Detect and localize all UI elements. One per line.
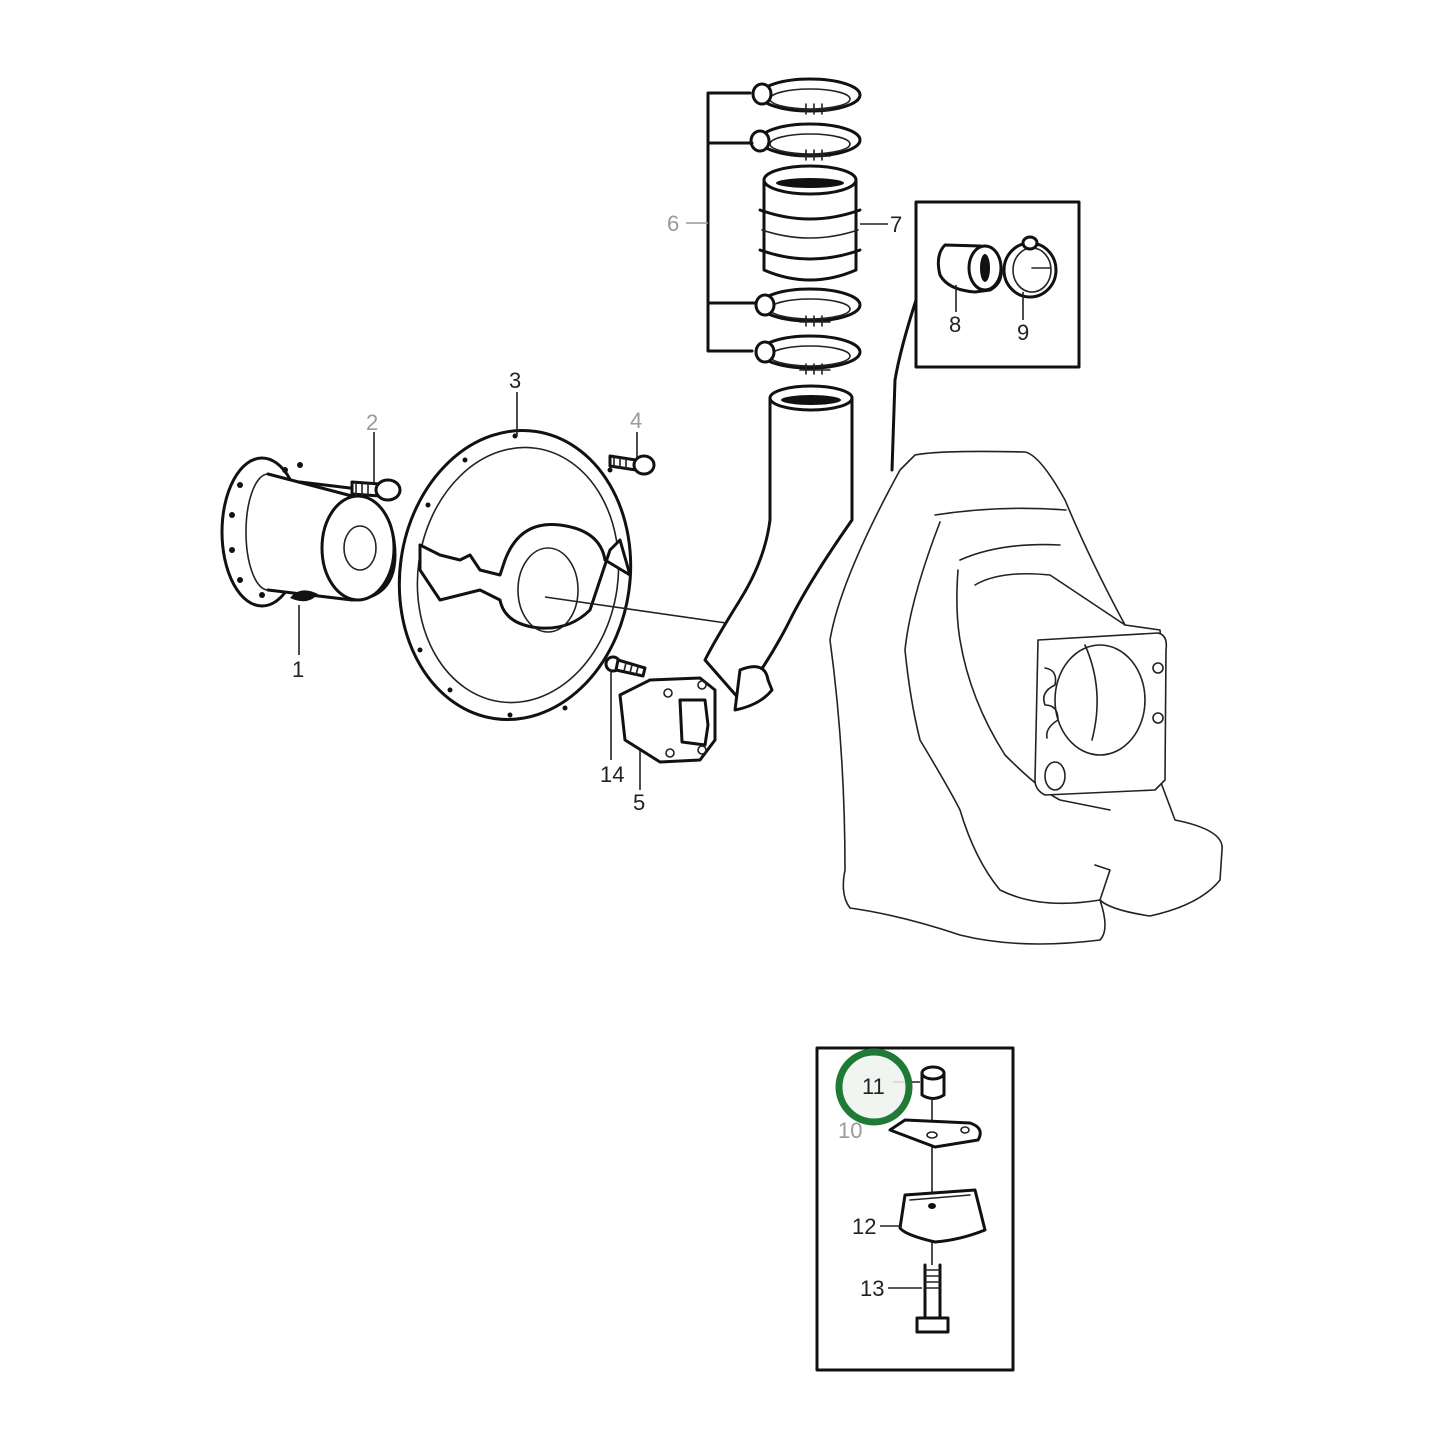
- callout-4[interactable]: 4: [630, 408, 642, 433]
- highlight-callout-11[interactable]: 11: [835, 1048, 913, 1126]
- callout-5[interactable]: 5: [633, 790, 645, 815]
- callout-6[interactable]: 6: [667, 211, 679, 236]
- highlight-ring: [835, 1048, 913, 1126]
- callout-11[interactable]: 11: [862, 1074, 885, 1099]
- callout-8[interactable]: 8: [949, 312, 961, 337]
- callout-labels: 1 2 3 4 5 6 7 8 9 14 10 12 13: [292, 211, 1029, 1301]
- hose-clamp-stack: [749, 77, 862, 375]
- inset-hose-clamp: [890, 200, 1081, 472]
- drive-casing: [829, 450, 1223, 945]
- callout-14[interactable]: 14: [600, 762, 624, 787]
- part-14-bolt: [604, 655, 647, 678]
- part-4-bolt: [608, 454, 656, 476]
- leader-lines: [298, 222, 1024, 1289]
- callout-13[interactable]: 13: [860, 1276, 884, 1301]
- callout-3[interactable]: 3: [509, 368, 521, 393]
- callout-7[interactable]: 7: [890, 212, 902, 237]
- callout-9[interactable]: 9: [1017, 320, 1029, 345]
- part-3-bell-housing: [397, 429, 741, 721]
- callout-12[interactable]: 12: [852, 1214, 876, 1239]
- part-2-bolt: [350, 478, 402, 502]
- callout-2[interactable]: 2: [366, 410, 378, 435]
- inset-mount: [815, 1046, 1015, 1372]
- part-1-flange-housing: [220, 456, 397, 608]
- exhaust-pipe: [703, 384, 854, 712]
- bracket-6: [706, 91, 757, 353]
- callout-1[interactable]: 1: [292, 657, 304, 682]
- part-5-elbow-flange: [618, 676, 717, 764]
